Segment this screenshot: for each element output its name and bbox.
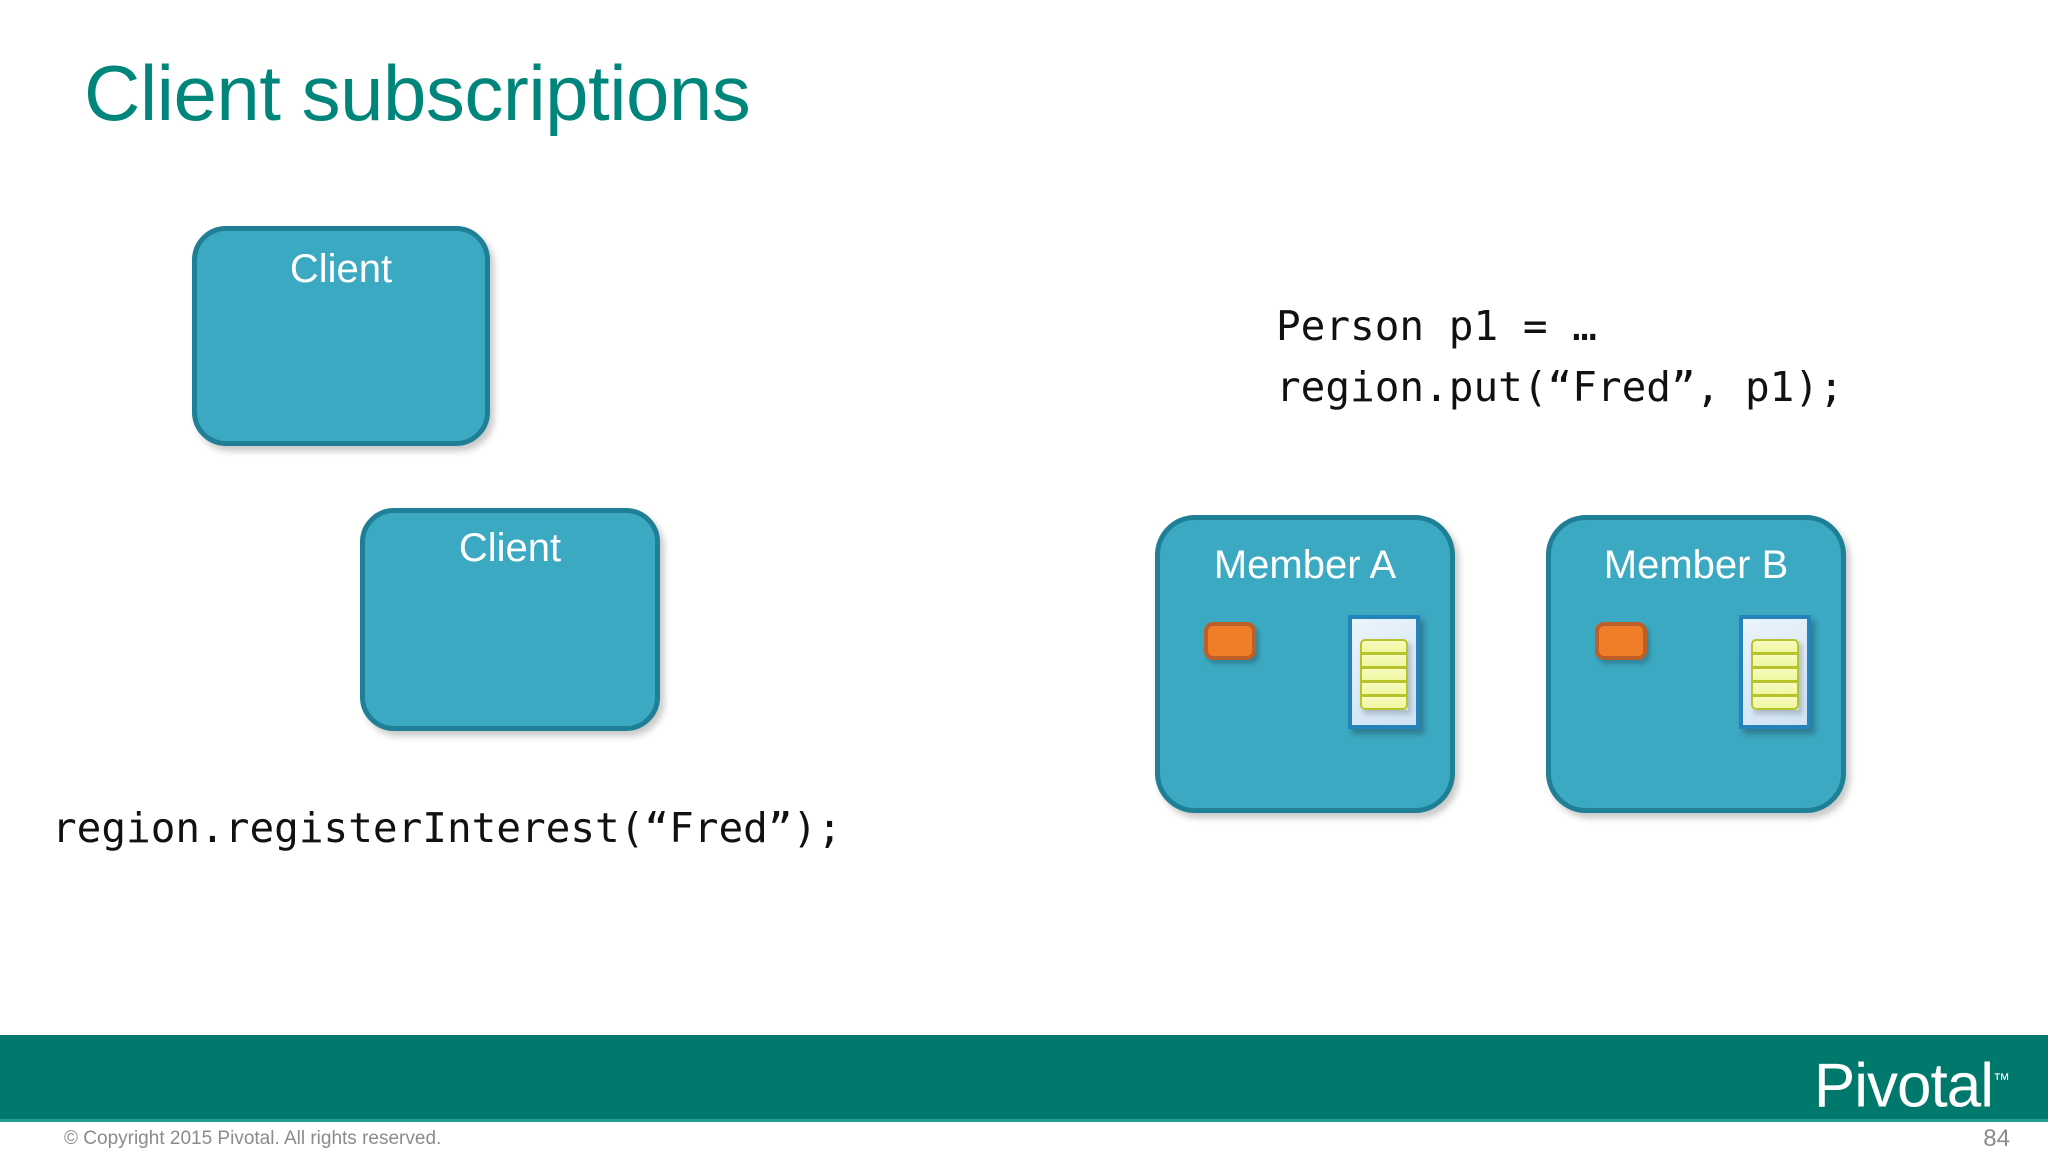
orange-chip-icon: [1204, 622, 1256, 660]
region-row: [1751, 667, 1799, 682]
region-row: [1360, 681, 1408, 696]
region-panel-a: [1348, 615, 1420, 729]
page-title: Client subscriptions: [84, 49, 751, 137]
client-register-interest-code: region.registerInterest(“Fred”);: [52, 804, 842, 852]
member-box-a[interactable]: Member A: [1155, 515, 1455, 813]
trademark-icon: ™: [1993, 1070, 2010, 1089]
region-row: [1751, 653, 1799, 668]
member-box-a-label: Member A: [1213, 543, 1397, 587]
pivotal-logo: Pivotal™: [1814, 1049, 2010, 1118]
region-panel-b: [1739, 615, 1811, 729]
client-box-1-label: Client: [289, 247, 393, 291]
region-rows-a: [1360, 639, 1408, 710]
copyright-notice: © Copyright 2015 Pivotal. All rights res…: [64, 1128, 442, 1149]
member-box-b[interactable]: Member B: [1546, 515, 1846, 813]
region-row: [1360, 639, 1408, 654]
member-box-b-label: Member B: [1603, 543, 1789, 587]
client-box-2[interactable]: Client: [360, 508, 660, 731]
region-rows-b: [1751, 639, 1799, 710]
pivotal-logo-wordmark: Pivotal: [1813, 1051, 1994, 1121]
region-row: [1360, 695, 1408, 710]
region-row: [1751, 639, 1799, 654]
footer-band: Pivotal™: [0, 1035, 2048, 1122]
client-box-1[interactable]: Client: [192, 226, 490, 446]
region-row: [1751, 695, 1799, 710]
client-box-2-label: Client: [458, 526, 562, 570]
region-row: [1751, 681, 1799, 696]
region-row: [1360, 653, 1408, 668]
server-put-code: Person p1 = … region.put(“Fred”, p1);: [1276, 302, 1844, 411]
page-number: 84: [1983, 1125, 2010, 1152]
region-row: [1360, 667, 1408, 682]
orange-chip-icon: [1595, 622, 1647, 660]
